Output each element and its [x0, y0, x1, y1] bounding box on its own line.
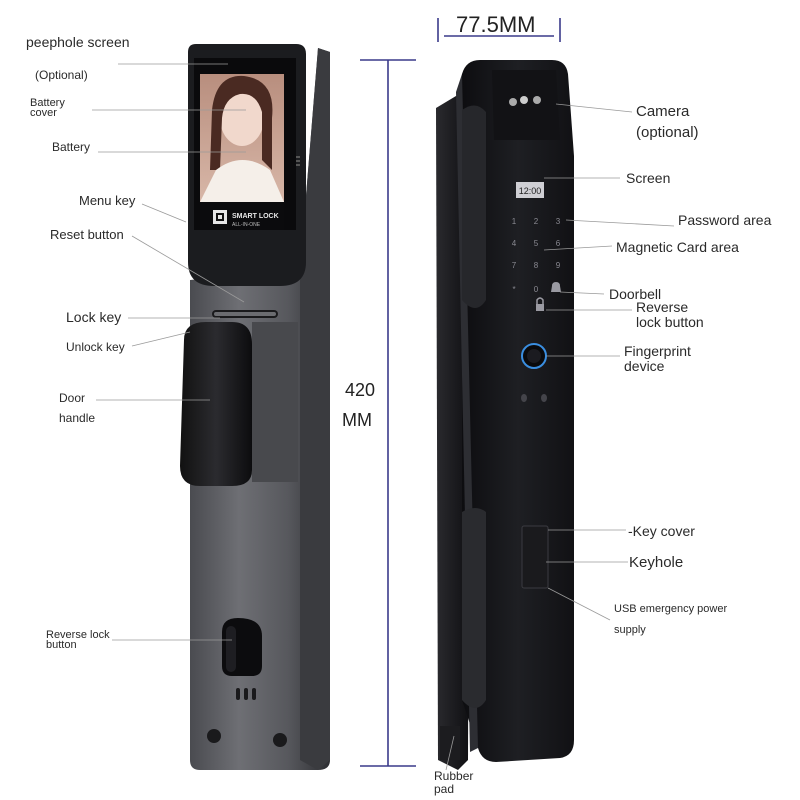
- label-key-cover: -Key cover: [628, 523, 695, 539]
- inside-lock-body: SMART LOCK ALL-IN-ONE: [180, 44, 330, 770]
- label-reverse-lock-1: Reverse lock: [46, 629, 110, 641]
- label-fingerprint-2: device: [624, 358, 665, 374]
- keypad-key: 2: [534, 217, 539, 226]
- keypad-key: 3: [556, 217, 561, 226]
- label-doorbell: Doorbell: [609, 286, 662, 302]
- label-usb-1: USB emergency power: [614, 603, 728, 615]
- label-reverse-lock-right-2: lock button: [636, 314, 704, 330]
- keypad-key: 4: [512, 239, 517, 248]
- label-menu-key: Menu key: [79, 193, 136, 208]
- height-dimension-value: 420: [345, 380, 376, 400]
- label-optional: (Optional): [35, 68, 88, 82]
- label-reverse-lock-right-1: Reverse: [636, 299, 689, 315]
- label-keyhole: Keyhole: [629, 554, 684, 571]
- label-battery-cover-1: Battery: [30, 97, 65, 109]
- key-cover-shape: [521, 525, 549, 589]
- screen-brand-subtext: ALL-IN-ONE: [232, 222, 261, 228]
- reverse-lock-icon: [536, 304, 544, 311]
- label-magnetic-card-area: Magnetic Card area: [616, 239, 739, 255]
- label-unlock-key: Unlock key: [66, 340, 125, 354]
- label-door-handle-1: Door: [59, 391, 86, 405]
- label-battery-cover-2: cover: [30, 107, 57, 119]
- label-reset-button: Reset button: [50, 227, 124, 242]
- label-door-handle-2: handle: [59, 411, 96, 425]
- doorbell-icon: [551, 282, 561, 292]
- keypad-key: 7: [512, 261, 517, 270]
- keypad-key: 8: [534, 261, 539, 270]
- label-rubber-pad-2: pad: [434, 782, 455, 796]
- face-image: [220, 90, 264, 146]
- label-fingerprint-1: Fingerprint: [624, 343, 691, 359]
- dimension-lines: [360, 18, 561, 767]
- leader-lines: [92, 63, 675, 771]
- height-dimension-unit: MM: [342, 410, 372, 430]
- keypad-key: *: [512, 285, 515, 294]
- label-lock-key: Lock key: [66, 309, 122, 325]
- keypad-key: 1: [512, 217, 517, 226]
- label-battery: Battery: [52, 140, 91, 154]
- label-camera-2: (optional): [636, 124, 699, 141]
- label-reverse-lock-2: button: [46, 639, 77, 651]
- keypad-key: 6: [556, 239, 561, 248]
- label-peephole-screen: peephole screen: [26, 34, 130, 50]
- label-usb-2: supply: [614, 624, 646, 636]
- camera-lens: [509, 98, 517, 106]
- width-dimension: 77.5MM: [456, 12, 536, 37]
- rubber-pad-shape: [440, 726, 460, 760]
- keypad-key: 9: [556, 261, 561, 270]
- keypad-key: 0: [534, 285, 539, 294]
- screen-clock: 12:00: [519, 186, 542, 196]
- label-camera-1: Camera: [636, 103, 690, 120]
- door-handle-shape: [180, 322, 252, 486]
- label-rubber-pad-1: Rubber: [434, 769, 474, 783]
- outside-screen: [516, 182, 544, 198]
- screen-brand-text: SMART LOCK: [232, 213, 279, 220]
- label-screen: Screen: [626, 170, 671, 186]
- outside-handle-shape: [462, 508, 486, 708]
- label-password-area: Password area: [678, 212, 772, 228]
- keypad-key: 5: [534, 239, 539, 248]
